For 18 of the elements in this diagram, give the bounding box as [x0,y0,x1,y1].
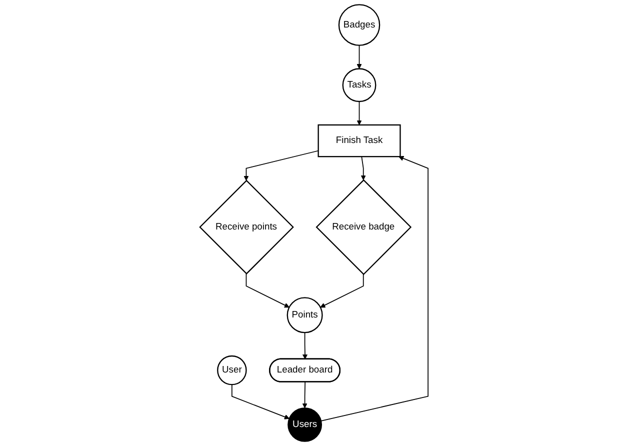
arrow [360,156,366,180]
node-circle: Tasks [342,68,376,102]
node-diamond: Receive badge [316,179,412,276]
node-circle: User [217,355,247,386]
arrow [302,332,308,360]
arrow [246,273,290,308]
arrow [356,44,362,69]
node-box: Finish Task [318,124,401,158]
arrow [320,156,428,422]
arrow [302,382,308,408]
node-circle: Points [286,297,323,334]
arrow [244,150,319,181]
arrow [231,384,290,420]
node-circle: Badges [338,4,380,46]
arrow [356,101,362,126]
arrow [320,274,364,308]
node-circle: Users [288,407,322,442]
node-diamond: Receive points [199,180,294,275]
